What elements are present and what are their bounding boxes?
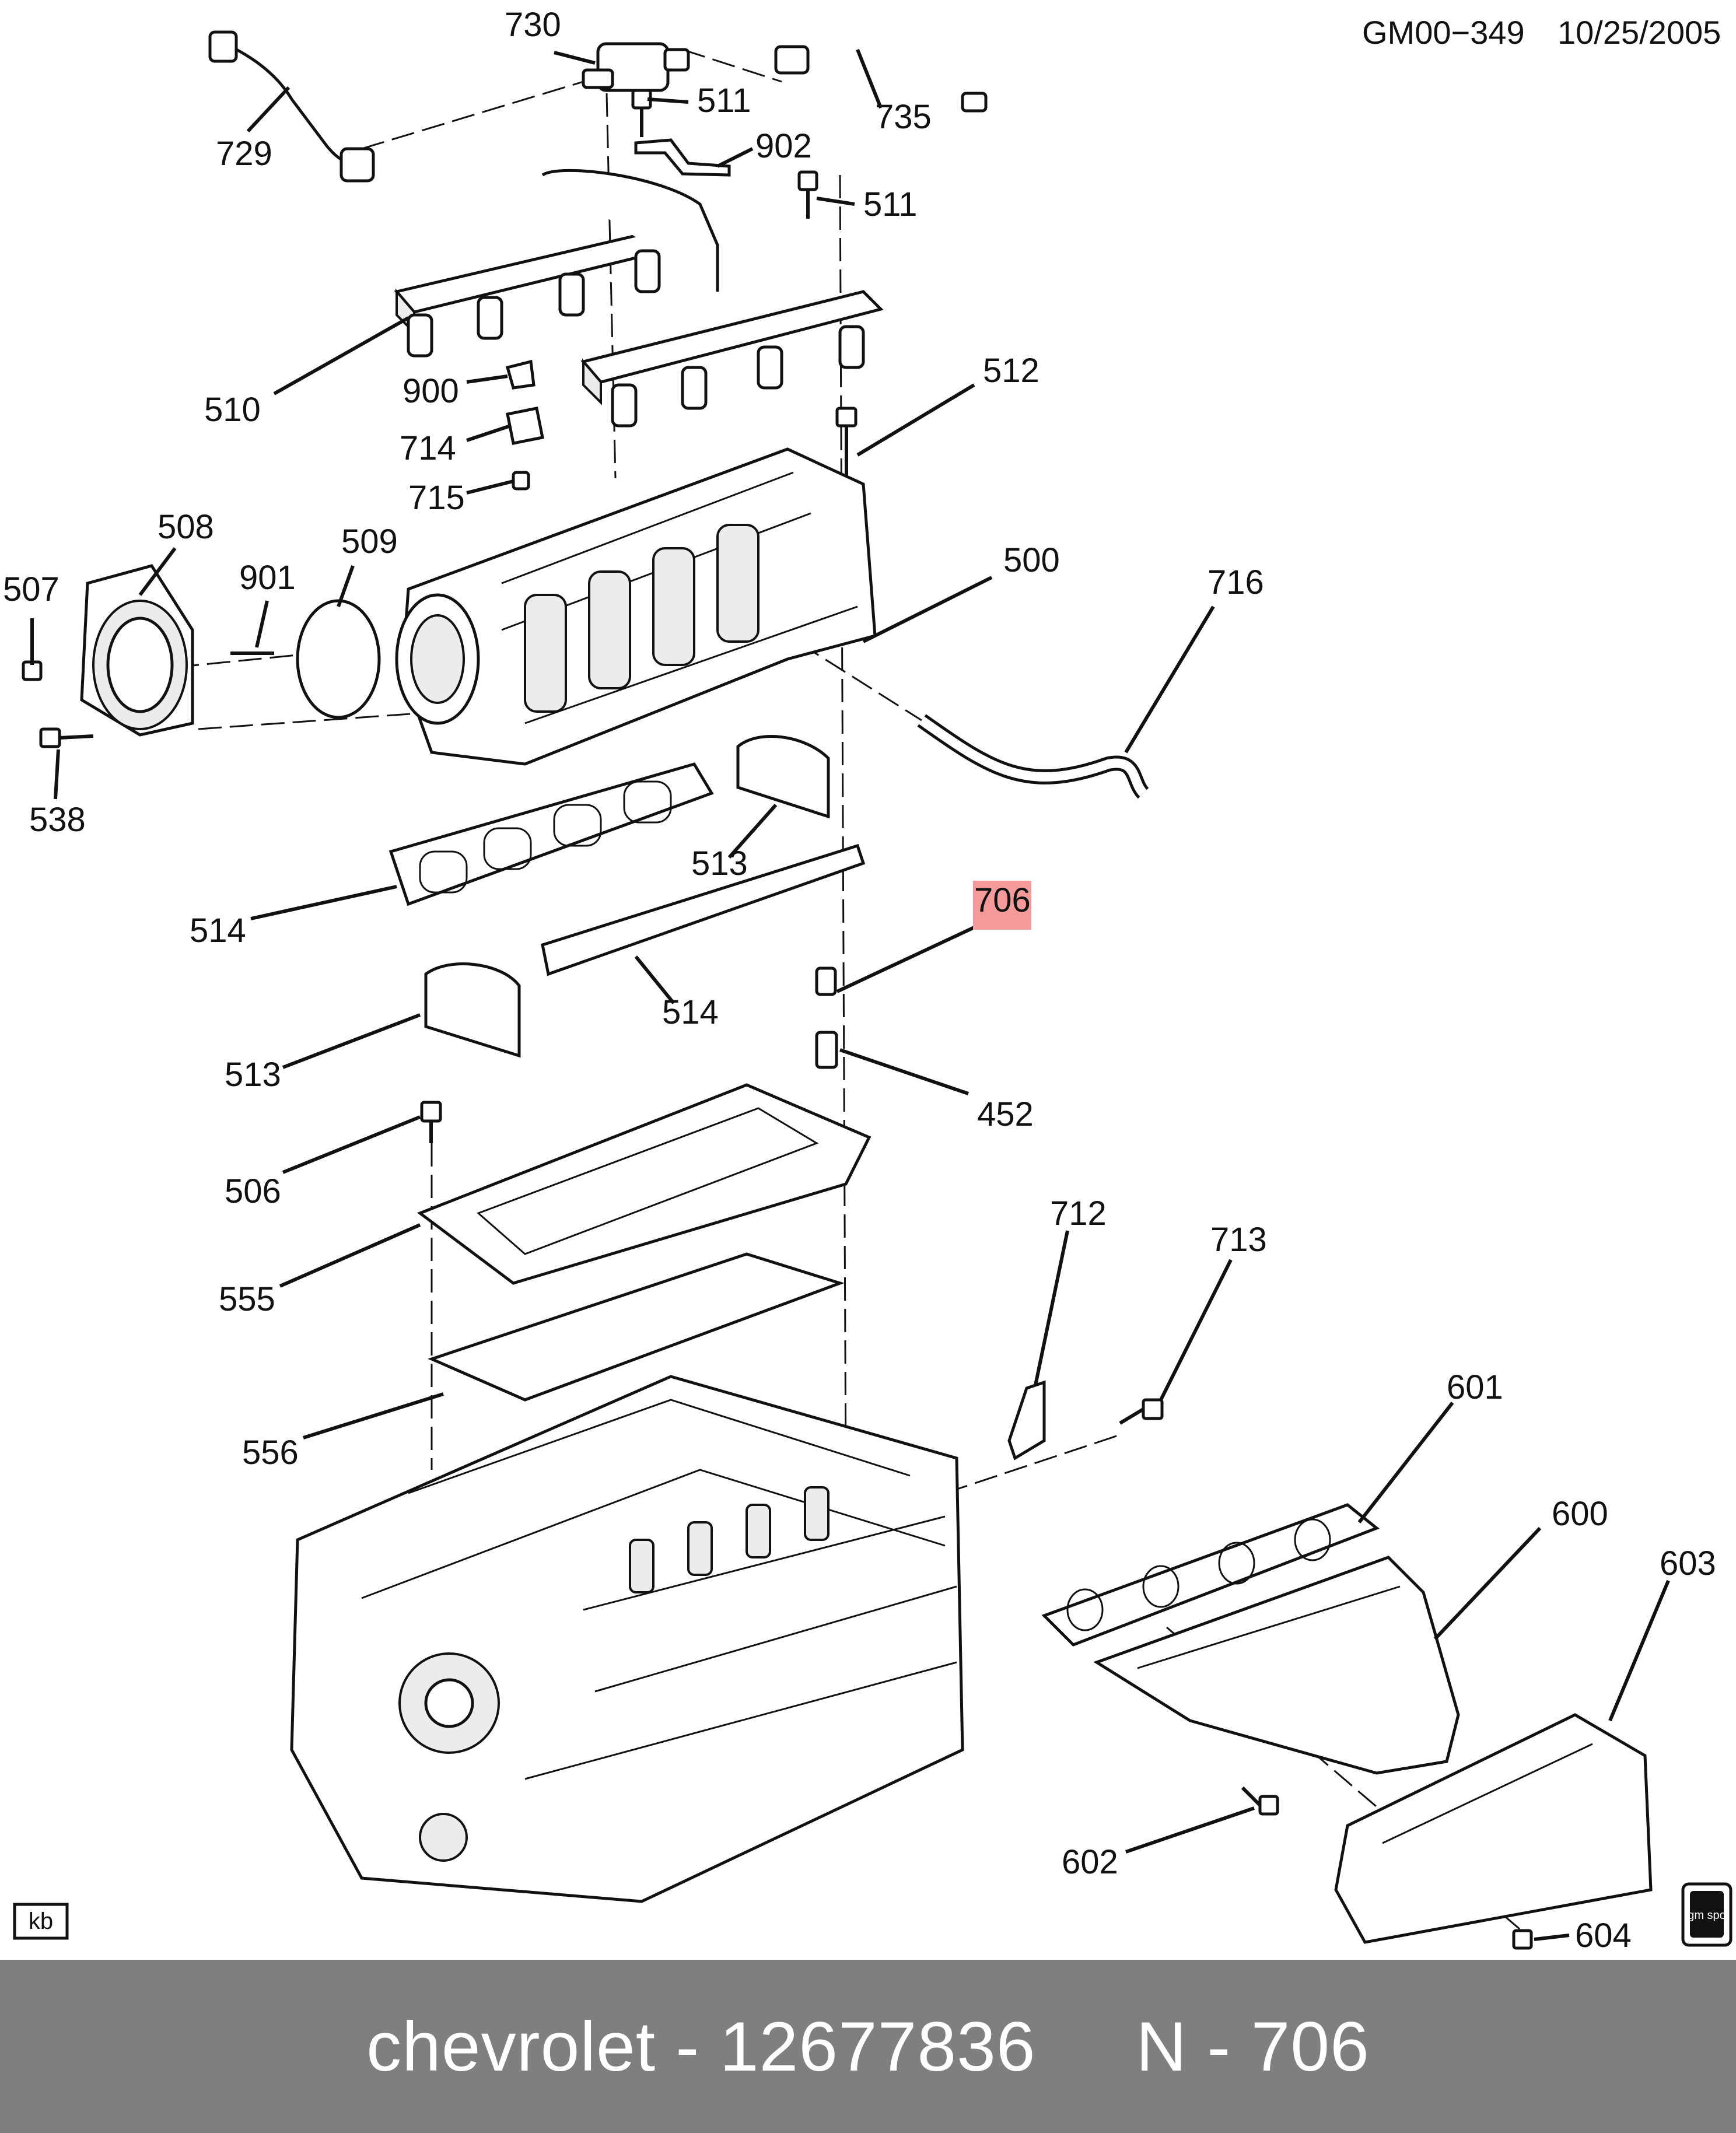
- callout-713: 713: [1210, 1221, 1267, 1259]
- fuel-rail-right-510: [580, 290, 884, 428]
- intake-gasket-514-right: [541, 843, 866, 976]
- callout-500: 500: [1003, 541, 1060, 579]
- callout-902: 902: [755, 127, 812, 165]
- fuel-rail-left-510: [394, 169, 719, 358]
- callout-730: 730: [505, 6, 561, 44]
- callout-511-lower: 511: [863, 185, 917, 223]
- end-seal-513-lower: [424, 962, 521, 1058]
- throttle-body-508: [80, 564, 194, 737]
- valley-cover-555: [416, 1083, 872, 1285]
- bolt-602: [1241, 1786, 1279, 1816]
- bolt-511-lower: [797, 170, 818, 219]
- engine-block-assembly: [290, 1375, 964, 1903]
- callout-507: 507: [3, 570, 60, 608]
- diagram-date: 10/25/2005: [1558, 14, 1721, 51]
- callout-514-left: 514: [190, 912, 246, 950]
- leader-lines: [30, 48, 1670, 1941]
- callout-602: 602: [1062, 1843, 1118, 1881]
- bolt-604: [1512, 1929, 1533, 1950]
- intake-gasket-514-left: [388, 762, 714, 906]
- bolt-511-upper: [631, 89, 652, 137]
- intake-manifold-500: [395, 447, 877, 766]
- bolt-512: [835, 407, 858, 478]
- fuel-feed-pipe-735: [774, 14, 988, 113]
- callout-509: 509: [341, 523, 398, 561]
- callout-735: 735: [875, 98, 932, 136]
- gasket-509: [296, 599, 381, 719]
- callout-706: 706: [974, 881, 1031, 919]
- evap-purge-pipe-729: [208, 30, 375, 183]
- clip-900: [505, 359, 536, 390]
- valley-gasket-556: [428, 1252, 845, 1402]
- gm-spo-logo: gm spo: [1681, 1882, 1732, 1947]
- callout-511-upper: 511: [697, 82, 751, 120]
- heat-shield-603: [1334, 1713, 1653, 1944]
- seal-715: [512, 471, 530, 491]
- sensor-714: [506, 407, 544, 445]
- callout-716: 716: [1208, 563, 1264, 601]
- callout-510: 510: [204, 391, 261, 429]
- bolt-506: [420, 1101, 442, 1143]
- end-seal-513-upper: [736, 735, 830, 819]
- callout-712: 712: [1050, 1195, 1107, 1232]
- pcv-hose-716: [917, 714, 1150, 799]
- callout-901: 901: [239, 559, 296, 597]
- callout-555: 555: [219, 1280, 275, 1318]
- callout-506: 506: [225, 1172, 281, 1210]
- sensor-706: [815, 966, 837, 996]
- exhaust-gasket-601: [1041, 1503, 1380, 1647]
- callout-603: 603: [1660, 1544, 1716, 1582]
- engine-exploded-parts-diagram: GM00−349 10/25/2005: [3, 6, 1732, 1955]
- footer-caption: chevrolet - 12677836 N - 706: [366, 2007, 1370, 2086]
- callout-452: 452: [977, 1095, 1034, 1133]
- sensor-adapter-452: [815, 1031, 838, 1069]
- evap-purge-solenoid-730: [582, 42, 690, 92]
- oil-level-tube-712: [1007, 1380, 1046, 1460]
- callout-715: 715: [408, 479, 465, 517]
- callout-labels: 730 729 735 511 902 511 510 900 714 715 …: [3, 6, 1716, 1955]
- callout-900: 900: [402, 372, 459, 410]
- exhaust-manifold-600: [1093, 1556, 1460, 1775]
- callout-538: 538: [29, 801, 86, 839]
- gm-spo-logo-label: gm spo: [1688, 1909, 1726, 1922]
- callout-508: 508: [158, 508, 214, 546]
- callout-706-highlight: [973, 881, 1031, 930]
- callout-601: 601: [1447, 1368, 1503, 1406]
- callout-604: 604: [1575, 1917, 1632, 1955]
- kb-badge-label: kb: [29, 1908, 53, 1934]
- callout-556: 556: [242, 1434, 299, 1472]
- kb-badge: kb: [13, 1903, 69, 1940]
- callout-512: 512: [983, 352, 1040, 390]
- callout-514-right: 514: [662, 993, 719, 1031]
- bracket-902: [634, 138, 731, 177]
- bolt-538: [39, 727, 94, 748]
- footer-bar: chevrolet - 12677836 N - 706: [0, 1960, 1736, 2133]
- callout-513-upper: 513: [691, 845, 748, 882]
- callout-714: 714: [400, 429, 456, 467]
- callout-513-lower: 513: [225, 1056, 281, 1094]
- callout-600: 600: [1552, 1495, 1608, 1533]
- callout-729: 729: [216, 135, 272, 173]
- bolt-713: [1119, 1398, 1164, 1425]
- diagram-code: GM00−349: [1362, 14, 1525, 51]
